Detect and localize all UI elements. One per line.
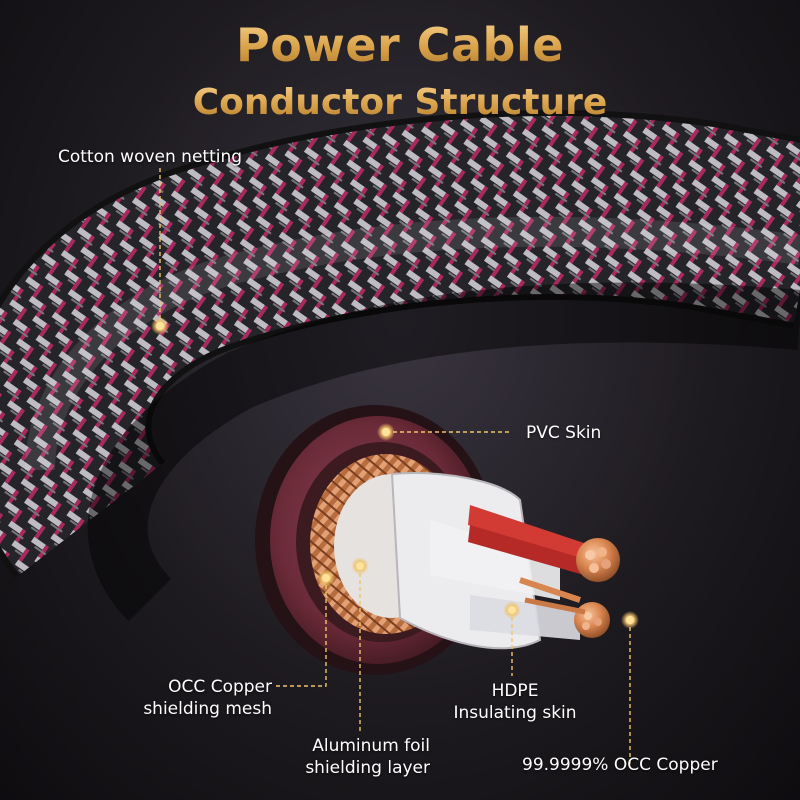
label-pvc-skin: PVC Skin [526, 423, 602, 443]
cable-cross-section [255, 405, 620, 675]
page-subtitle: Conductor Structure [0, 82, 800, 123]
leader-lines [159, 168, 631, 766]
label-line: shielding mesh [143, 699, 272, 719]
marker-dots [151, 317, 639, 629]
label-line: Aluminum foil [312, 736, 430, 756]
braided-cable-body [0, 110, 800, 622]
label-line: OCC Copper [168, 677, 272, 697]
label-occ-copper: 99.9999% OCC Copper [522, 755, 718, 775]
label-aluminum-foil-shielding-layer: Aluminum foil shielding layer [270, 735, 430, 779]
label-cotton-woven-netting: Cotton woven netting [58, 147, 243, 167]
page-title: Power Cable [0, 18, 800, 72]
label-line: shielding layer [305, 758, 430, 778]
label-line: Insulating skin [453, 703, 577, 723]
label-occ-copper-shielding-mesh: OCC Copper shielding mesh [132, 676, 272, 720]
label-line: HDPE [491, 681, 539, 701]
label-hdpe-insulating-skin: HDPE Insulating skin [430, 680, 600, 724]
leader-occ-mesh [274, 578, 327, 687]
